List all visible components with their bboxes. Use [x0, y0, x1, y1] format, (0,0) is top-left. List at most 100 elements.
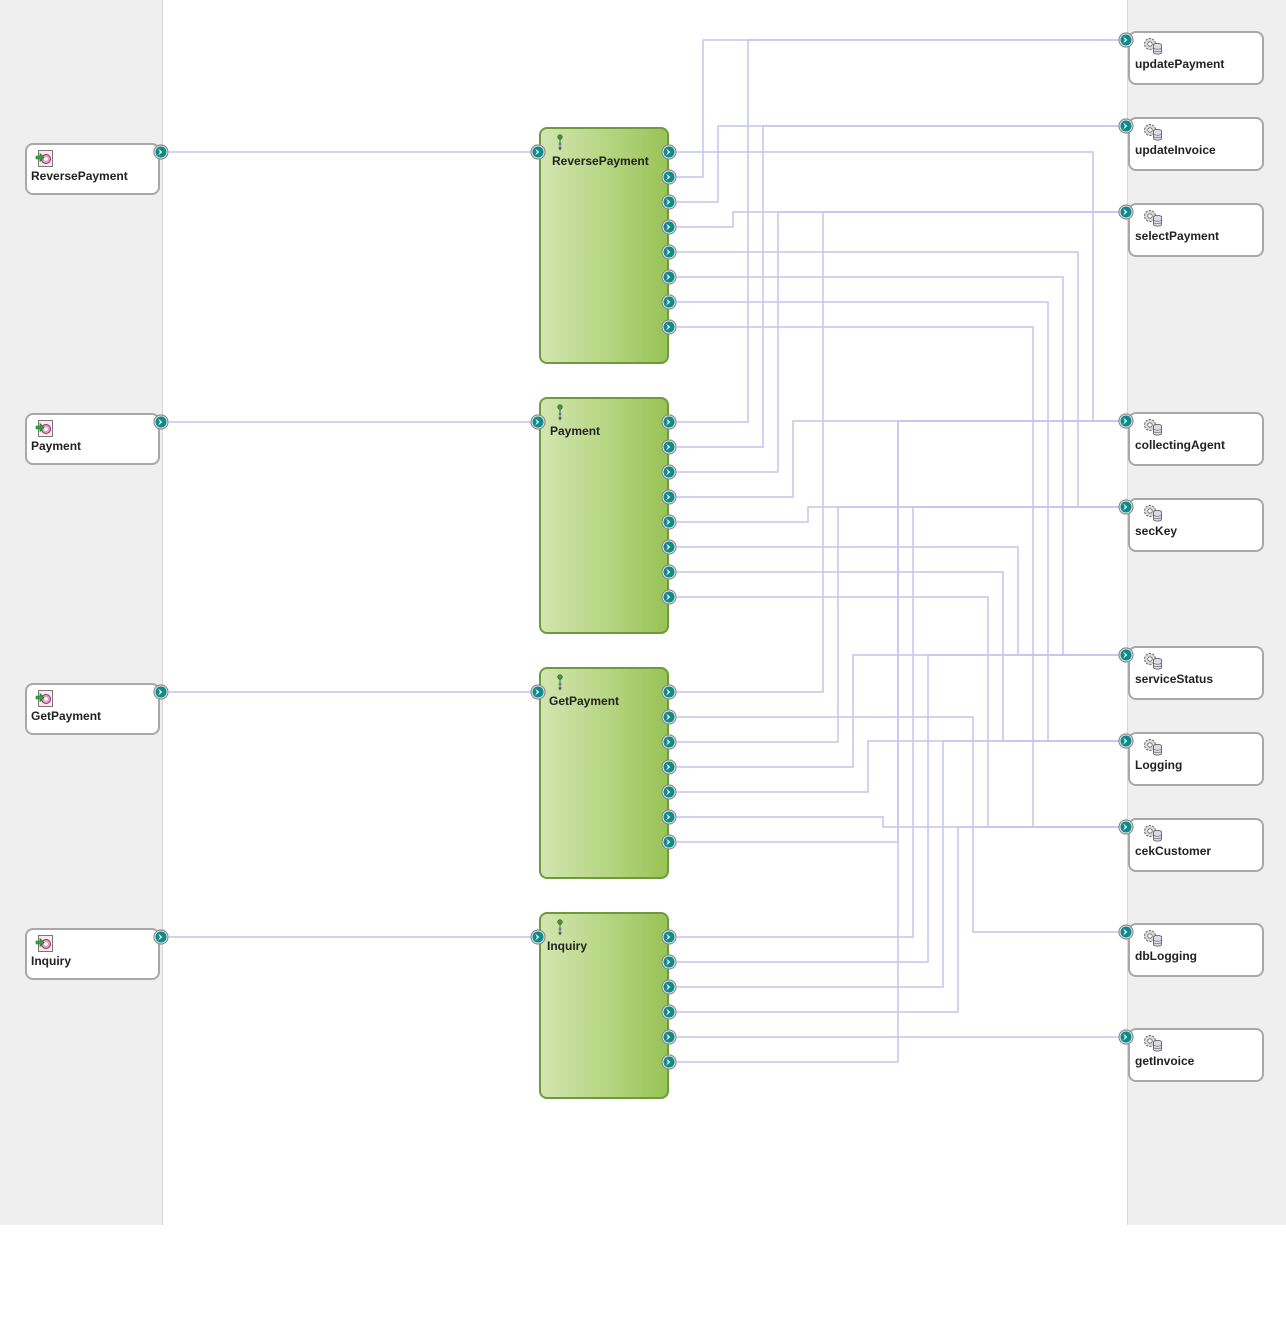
reference-logging[interactable]: Logging	[1128, 732, 1264, 786]
reference-selectpayment[interactable]: selectPayment	[1128, 203, 1264, 257]
service-label: Inquiry	[31, 954, 72, 968]
component-output-pin[interactable]	[661, 589, 677, 605]
reference-cekcustomer[interactable]: cekCustomer	[1128, 818, 1264, 872]
component-output-pin[interactable]	[661, 929, 677, 945]
service-port-pin[interactable]	[153, 144, 169, 160]
reference-collectingagent[interactable]: collectingAgent	[1128, 412, 1264, 466]
database-adapter-gear-icon	[1142, 823, 1164, 848]
reference-wire-28[interactable]	[677, 420, 1120, 1063]
reference-wire-23[interactable]	[677, 506, 1120, 938]
service-binding-icon	[35, 149, 55, 174]
component-label: Payment	[550, 424, 601, 438]
service-reversepayment[interactable]: ReversePayment	[25, 143, 160, 195]
reference-wire-26[interactable]	[677, 826, 1120, 1013]
reference-dblogging[interactable]: dbLogging	[1128, 923, 1264, 977]
component-label: GetPayment	[549, 694, 620, 708]
component-output-pin[interactable]	[661, 144, 677, 160]
reference-label: selectPayment	[1135, 229, 1220, 243]
service-payment[interactable]: Payment	[25, 413, 160, 465]
component-input-pin[interactable]	[530, 684, 546, 700]
database-adapter-gear-icon	[1142, 122, 1164, 147]
component-reversepayment[interactable]: ReversePayment	[539, 127, 669, 364]
component-output-pin[interactable]	[661, 464, 677, 480]
service-binding-icon	[35, 934, 55, 959]
component-output-pin[interactable]	[661, 979, 677, 995]
reference-input-pin[interactable]	[1118, 413, 1134, 429]
component-payment[interactable]: Payment	[539, 397, 669, 634]
reference-input-pin[interactable]	[1118, 1029, 1134, 1045]
component-input-pin[interactable]	[530, 144, 546, 160]
reference-wire-25[interactable]	[677, 740, 1120, 988]
reference-input-pin[interactable]	[1118, 924, 1134, 940]
service-label: Payment	[31, 439, 82, 453]
service-binding-icon	[35, 689, 55, 714]
component-output-pin[interactable]	[661, 244, 677, 260]
reference-label: updatePayment	[1135, 57, 1225, 71]
component-inquiry[interactable]: Inquiry	[539, 912, 669, 1099]
component-label: Inquiry	[547, 939, 588, 953]
component-output-pin[interactable]	[661, 294, 677, 310]
component-output-pin[interactable]	[661, 1054, 677, 1070]
reference-input-pin[interactable]	[1118, 733, 1134, 749]
reference-input-pin[interactable]	[1118, 32, 1134, 48]
database-adapter-gear-icon	[1142, 651, 1164, 676]
reference-wire-8[interactable]	[677, 39, 1120, 423]
component-input-pin[interactable]	[530, 929, 546, 945]
component-output-pin[interactable]	[661, 759, 677, 775]
service-port-pin[interactable]	[153, 929, 169, 945]
reference-getinvoice[interactable]: getInvoice	[1128, 1028, 1264, 1082]
reference-wire-0[interactable]	[677, 151, 1120, 422]
reference-wire-24[interactable]	[677, 654, 1120, 963]
reference-label: serviceStatus	[1135, 672, 1214, 686]
component-input-pin[interactable]	[530, 414, 546, 430]
reference-updateinvoice[interactable]: updateInvoice	[1128, 117, 1264, 171]
component-output-pin[interactable]	[661, 1029, 677, 1045]
reference-wire-2[interactable]	[677, 125, 1120, 203]
component-output-pin[interactable]	[661, 169, 677, 185]
reference-label: cekCustomer	[1135, 844, 1212, 858]
reference-input-pin[interactable]	[1118, 118, 1134, 134]
component-output-pin[interactable]	[661, 709, 677, 725]
component-output-pin[interactable]	[661, 514, 677, 530]
component-output-pin[interactable]	[661, 1004, 677, 1020]
reference-input-pin[interactable]	[1118, 204, 1134, 220]
reference-wire-3[interactable]	[677, 211, 1120, 228]
component-output-pin[interactable]	[661, 784, 677, 800]
mediator-icon	[555, 674, 565, 697]
component-output-pin[interactable]	[661, 269, 677, 285]
component-output-pin[interactable]	[661, 219, 677, 235]
reference-input-pin[interactable]	[1118, 819, 1134, 835]
mediator-icon	[555, 134, 565, 157]
reference-wire-17[interactable]	[677, 716, 1120, 933]
database-adapter-gear-icon	[1142, 928, 1164, 953]
service-port-pin[interactable]	[153, 414, 169, 430]
reference-wire-16[interactable]	[677, 211, 1120, 693]
reference-input-pin[interactable]	[1118, 647, 1134, 663]
component-output-pin[interactable]	[661, 194, 677, 210]
service-port-pin[interactable]	[153, 684, 169, 700]
reference-seckey[interactable]: secKey	[1128, 498, 1264, 552]
component-output-pin[interactable]	[661, 414, 677, 430]
component-output-pin[interactable]	[661, 539, 677, 555]
service-getpayment[interactable]: GetPayment	[25, 683, 160, 735]
reference-input-pin[interactable]	[1118, 499, 1134, 515]
component-output-pin[interactable]	[661, 564, 677, 580]
component-output-pin[interactable]	[661, 954, 677, 970]
component-output-pin[interactable]	[661, 809, 677, 825]
reference-wire-9[interactable]	[677, 125, 1120, 448]
database-adapter-gear-icon	[1142, 208, 1164, 233]
component-output-pin[interactable]	[661, 489, 677, 505]
component-getpayment[interactable]: GetPayment	[539, 667, 669, 879]
component-output-pin[interactable]	[661, 834, 677, 850]
reference-servicestatus[interactable]: serviceStatus	[1128, 646, 1264, 700]
component-output-pin[interactable]	[661, 684, 677, 700]
component-output-pin[interactable]	[661, 734, 677, 750]
component-output-pin[interactable]	[661, 439, 677, 455]
service-inquiry[interactable]: Inquiry	[25, 928, 160, 980]
component-output-pin[interactable]	[661, 319, 677, 335]
service-binding-icon	[35, 419, 55, 444]
reference-updatepayment[interactable]: updatePayment	[1128, 31, 1264, 85]
reference-wire-1[interactable]	[677, 39, 1120, 178]
